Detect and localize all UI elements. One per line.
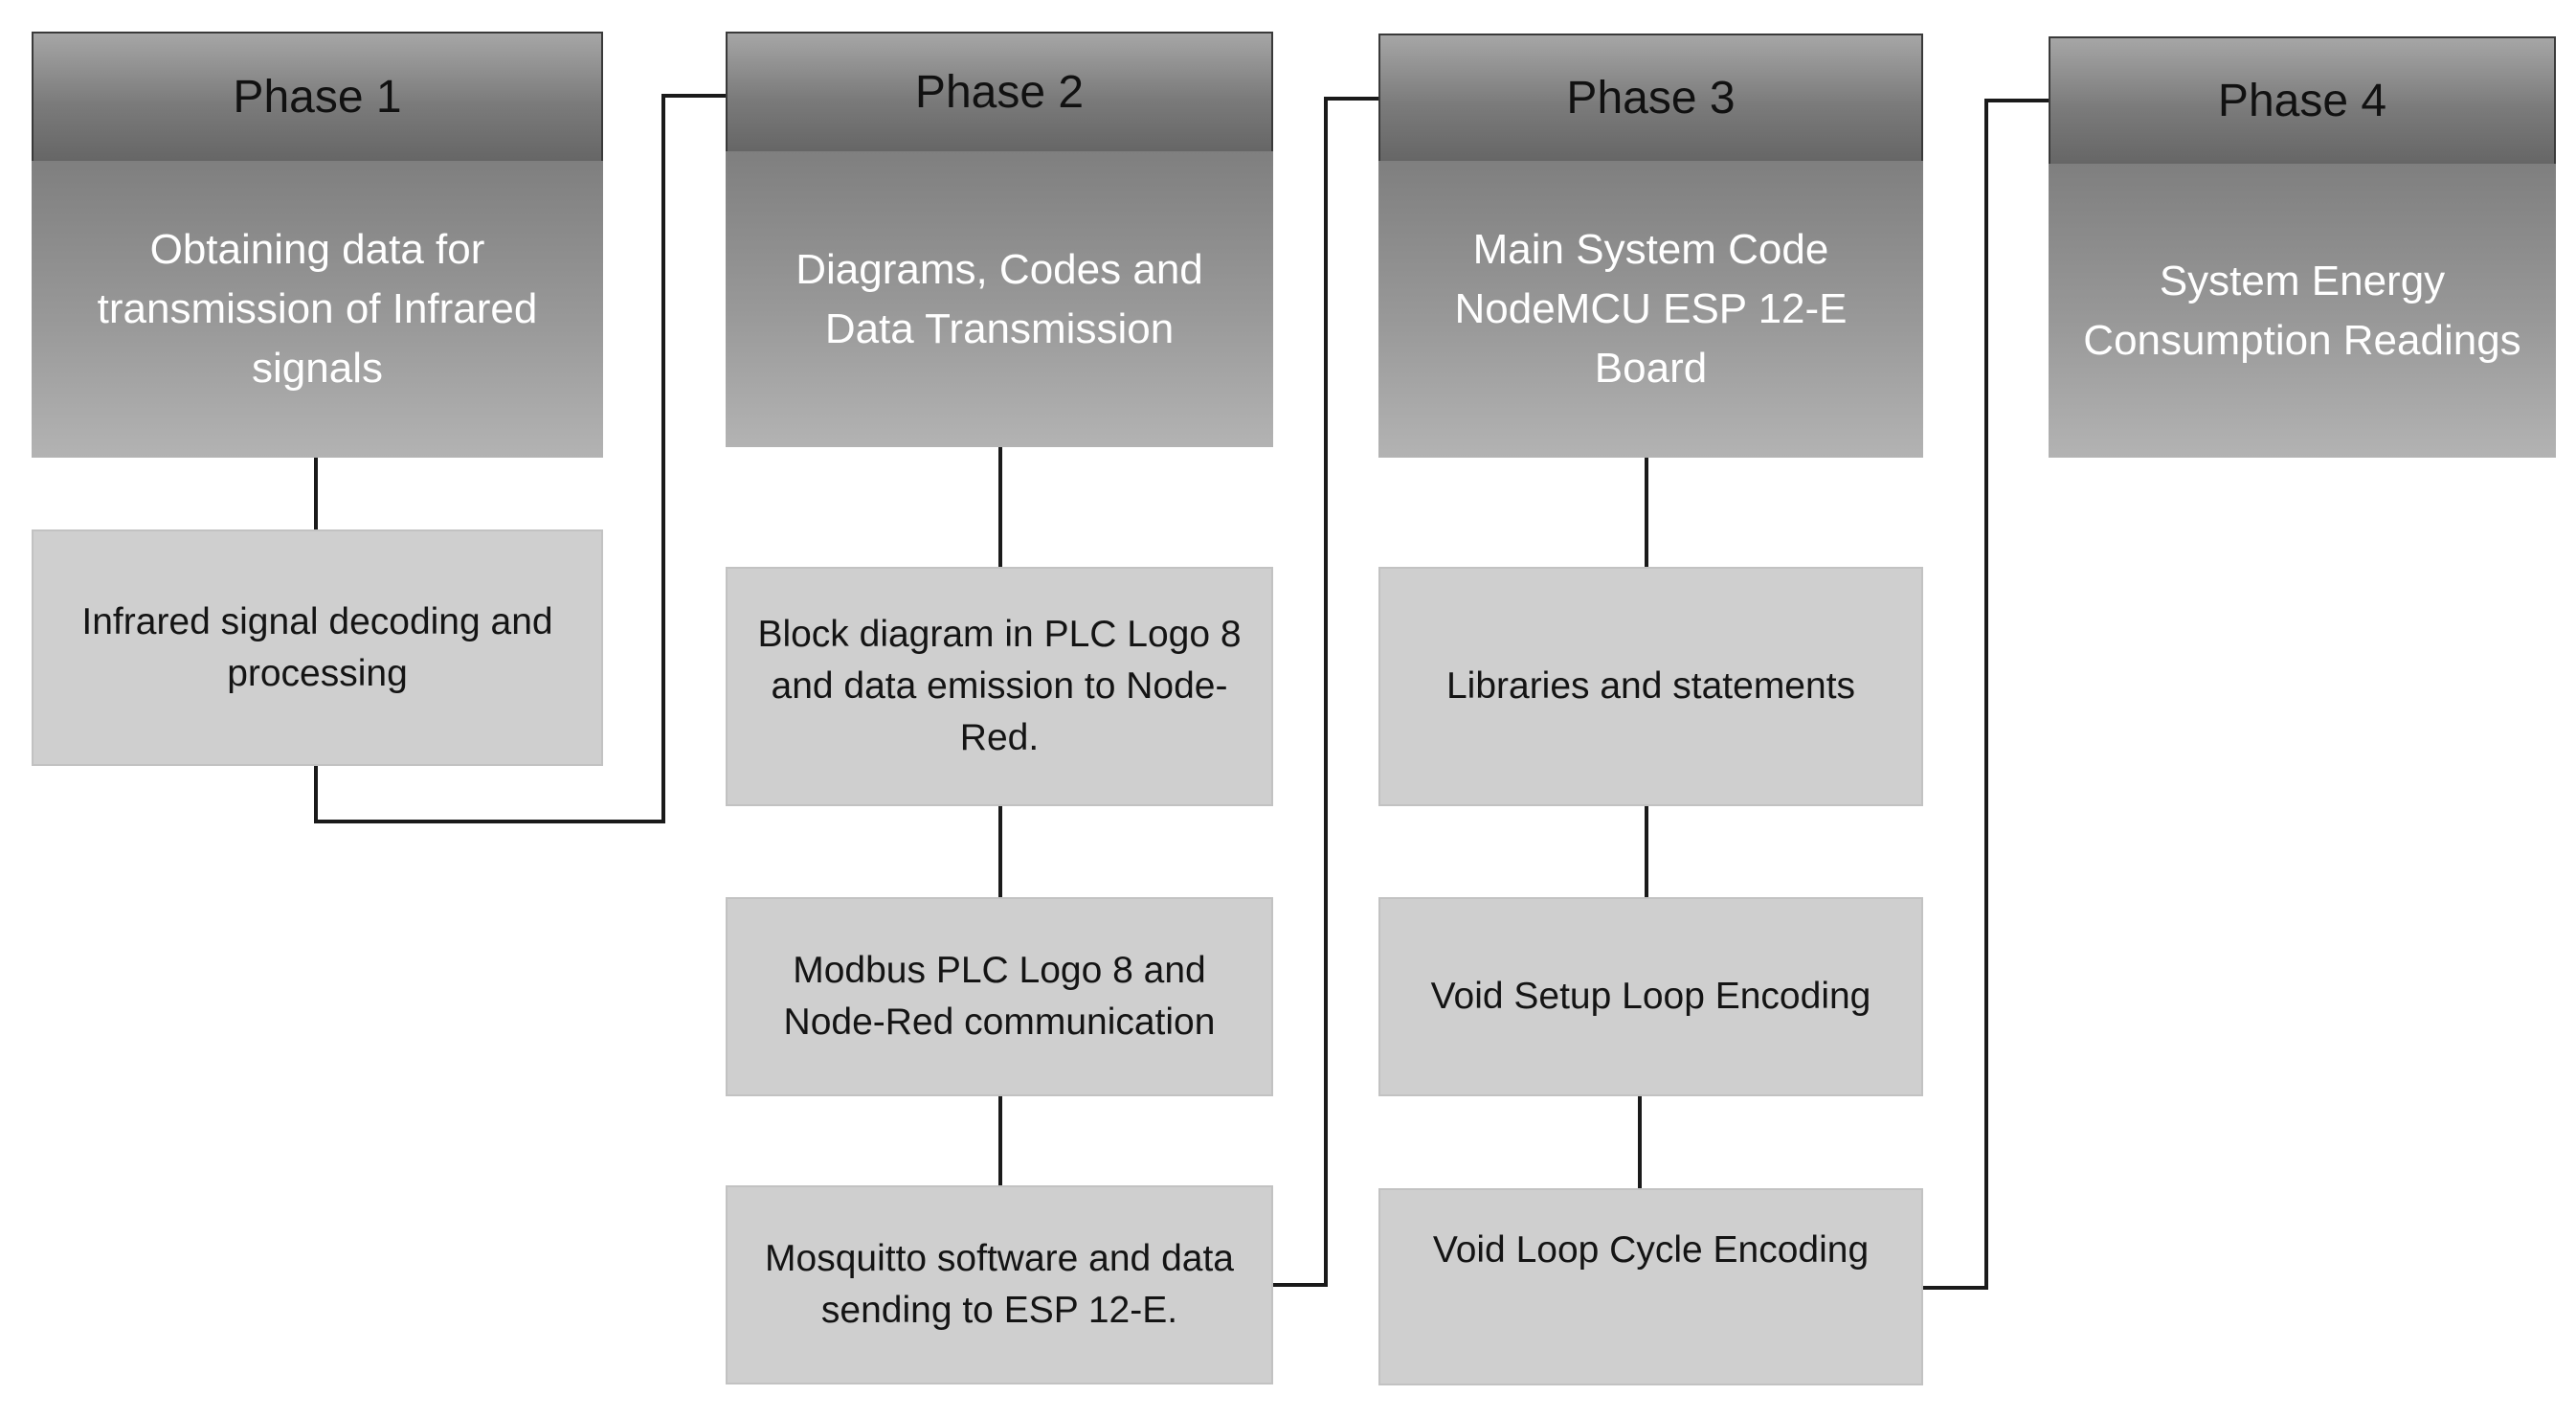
phase-1-header: Phase 1 xyxy=(32,32,603,163)
phase-2-step-1-label: Block diagram in PLC Logo 8 and data emi… xyxy=(757,614,1242,758)
phase-3-step-1-label: Libraries and statements xyxy=(1445,665,1856,707)
phase-2-header: Phase 2 xyxy=(726,32,1273,153)
phase-3-step-2-label: Void Setup Loop Encoding xyxy=(1430,976,1871,1017)
phase-2-step-3-label: Mosquitto software and data sending to E… xyxy=(765,1238,1234,1331)
phase-3-step-3: Void Loop Cycle Encoding xyxy=(1378,1188,1923,1385)
phase-4-description: System Energy Consumption Readings xyxy=(2083,257,2521,364)
phase-2-step-1: Block diagram in PLC Logo 8 and data emi… xyxy=(726,567,1273,806)
phase-1-title: Phase 1 xyxy=(233,72,402,123)
phase-3-header: Phase 3 xyxy=(1378,34,1923,163)
phase-4-title: Phase 4 xyxy=(2217,76,2387,126)
phase-4-description-box: System Energy Consumption Readings xyxy=(2049,164,2556,458)
connector-phase1-to-phase2 xyxy=(314,94,726,823)
phase-2-title: Phase 2 xyxy=(914,67,1085,118)
phase-2-step-3: Mosquitto software and data sending to E… xyxy=(726,1185,1273,1384)
phase-1-description-box: Obtaining data for transmission of Infra… xyxy=(32,161,603,458)
phase-2-step-2-label: Modbus PLC Logo 8 and Node-Red communica… xyxy=(783,950,1216,1043)
connector-phase2-to-phase3 xyxy=(1273,97,1378,1287)
phase-1-description: Obtaining data for transmission of Infra… xyxy=(97,226,538,392)
phase-3-step-2: Void Setup Loop Encoding xyxy=(1378,897,1923,1096)
connector-phase3-to-phase4 xyxy=(1923,99,2049,1290)
phase-3-title: Phase 3 xyxy=(1566,73,1736,124)
phase-3-step-3-label: Void Loop Cycle Encoding xyxy=(1432,1229,1870,1271)
phase-2-description: Diagrams, Codes and Data Transmission xyxy=(795,245,1203,352)
phase-3-step-1: Libraries and statements xyxy=(1378,567,1923,806)
phase-4-header: Phase 4 xyxy=(2049,36,2556,166)
phase-2-description-box: Diagrams, Codes and Data Transmission xyxy=(726,151,1273,447)
phase-2-step-2: Modbus PLC Logo 8 and Node-Red communica… xyxy=(726,897,1273,1096)
phase-3-description: Main System Code NodeMCU ESP 12-E Board xyxy=(1454,226,1848,392)
phase-1-step-1: Infrared signal decoding and processing xyxy=(32,529,603,766)
phase-1-step-1-label: Infrared signal decoding and processing xyxy=(81,600,553,694)
phase-3-description-box: Main System Code NodeMCU ESP 12-E Board xyxy=(1378,161,1923,458)
